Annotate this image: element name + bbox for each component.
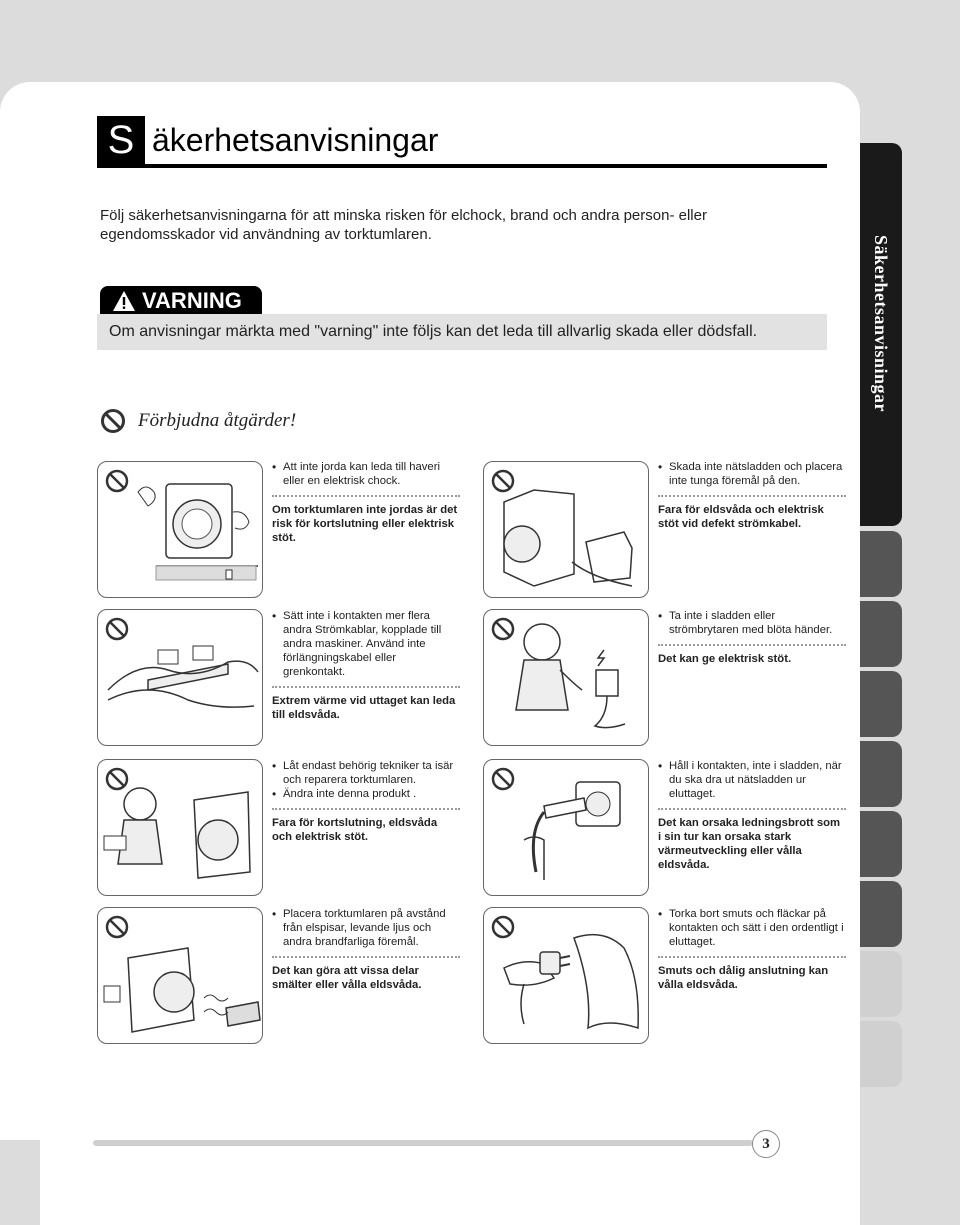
divider	[658, 808, 846, 810]
warning-badge-label: VARNING	[142, 288, 242, 313]
illustration-card-unplug	[483, 759, 649, 896]
divider	[272, 495, 460, 497]
illustration-card-heat-source	[97, 907, 263, 1044]
item-text-wet-hands: Ta inte i sladden eller strömbrytaren me…	[658, 609, 846, 666]
side-tab-5[interactable]	[860, 741, 902, 807]
repair-illustration	[103, 767, 251, 879]
illustration-card-multiple-plugs	[97, 609, 263, 746]
item-bullet: Skada inte nätsladden och placera inte t…	[658, 460, 846, 488]
item-warning: Det kan orsaka ledningsbrott som i sin t…	[658, 817, 841, 871]
unplug-illustration	[491, 767, 621, 880]
divider	[272, 808, 460, 810]
warning-badge: VARNING	[100, 286, 262, 316]
divider	[658, 495, 846, 497]
side-tab-7[interactable]	[860, 881, 902, 947]
side-tab-4[interactable]	[860, 671, 902, 737]
item-warning: Smuts och dålig anslutning kan vålla eld…	[658, 965, 829, 991]
intro-text: Följ säkerhetsanvisningarna för att mins…	[100, 207, 707, 243]
footer-rule	[93, 1140, 753, 1146]
illustration-card-grounding	[97, 461, 263, 598]
illustration-card-wet-hands	[483, 609, 649, 746]
item-text-multiple-plugs: Sätt inte i kontakten mer flera andra St…	[272, 609, 460, 722]
prohibited-icon	[101, 409, 125, 433]
side-tab-3[interactable]	[860, 601, 902, 667]
item-bullet: Placera torktumlaren på avstånd från els…	[272, 907, 460, 949]
illustration-card-repair	[97, 759, 263, 896]
illustration-card-clean-plug	[483, 907, 649, 1044]
warning-triangle-icon	[113, 291, 135, 311]
side-tab-2[interactable]	[860, 531, 902, 597]
illustration-card-power-cord	[483, 461, 649, 598]
item-warning: Det kan ge elektrisk stöt.	[658, 653, 792, 665]
item-text-unplug: Håll i kontakten, inte i sladden, när du…	[658, 759, 846, 872]
divider	[272, 956, 460, 958]
item-text-power-cord: Skada inte nätsladden och placera inte t…	[658, 460, 846, 531]
title-initial: S	[97, 116, 145, 164]
item-warning: Fara för kortslutning, eldsvåda och elek…	[272, 817, 438, 843]
item-warning: Extrem värme vid uttaget kan leda till e…	[272, 695, 456, 721]
clean-plug-illustration	[491, 915, 639, 1030]
side-tab-8[interactable]	[860, 951, 902, 1017]
heat-source-illustration	[103, 915, 261, 1033]
item-warning: Om torktumlaren inte jordas är det risk …	[272, 504, 458, 544]
item-text-clean-plug: Torka bort smuts och fläckar på kontakte…	[658, 907, 846, 992]
item-text-repair: Låt endast behörig tekniker ta isär och …	[272, 759, 460, 844]
item-warning: Fara för eldsvåda och elektrisk stöt vid…	[658, 504, 824, 530]
page-corner	[0, 1140, 40, 1225]
page-title: S äkerhetsanvisningar	[97, 116, 827, 168]
side-tab-label: Säkerhetsanvisningar	[871, 235, 891, 413]
side-tab-6[interactable]	[860, 811, 902, 877]
title-text: äkerhetsanvisningar	[152, 122, 439, 158]
warning-text: Om anvisningar märkta med "varning" inte…	[97, 314, 827, 350]
extension-cord-illustration	[105, 617, 259, 708]
page-number: 3	[752, 1130, 780, 1158]
item-bullet: Torka bort smuts och fläckar på kontakte…	[658, 907, 846, 949]
side-tab-9[interactable]	[860, 1021, 902, 1087]
item-bullet: Sätt inte i kontakten mer flera andra St…	[272, 609, 460, 679]
divider	[272, 686, 460, 688]
item-bullet: Låt endast behörig tekniker ta isär och …	[272, 759, 460, 787]
side-tab-active[interactable]: Säkerhetsanvisningar	[860, 143, 902, 526]
wet-hands-illustration	[491, 617, 626, 729]
divider	[658, 644, 846, 646]
dryer-grounding-illustration	[105, 469, 258, 581]
divider	[658, 956, 846, 958]
item-warning: Det kan göra att vissa delar smälter ell…	[272, 965, 422, 991]
item-text-heat-source: Placera torktumlaren på avstånd från els…	[272, 907, 460, 992]
item-bullet: Håll i kontakten, inte i sladden, när du…	[658, 759, 846, 801]
item-text-grounding: Att inte jorda kan leda till haveri elle…	[272, 460, 460, 545]
power-cord-illustration	[491, 469, 633, 587]
prohibited-heading: Förbjudna åtgärder!	[100, 406, 296, 436]
item-bullet: Att inte jorda kan leda till haveri elle…	[272, 460, 460, 488]
item-bullet: Ta inte i sladden eller strömbrytaren me…	[658, 609, 846, 637]
item-bullet: Ändra inte denna produkt .	[272, 787, 460, 801]
prohibited-heading-label: Förbjudna åtgärder!	[138, 410, 297, 431]
